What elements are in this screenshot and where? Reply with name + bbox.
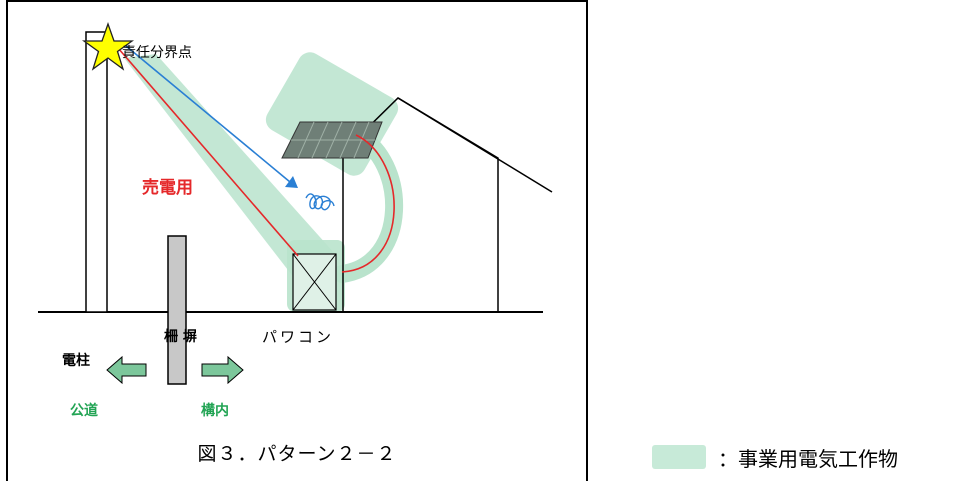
legend-swatch	[652, 445, 706, 469]
on-premises-label: 構内	[201, 403, 229, 419]
service-drop-coil	[305, 193, 335, 211]
fence-label: 柵 塀	[164, 329, 197, 345]
frame-right-border	[586, 0, 588, 481]
for-sale-label: 売電用	[142, 178, 193, 198]
legend-text: ：事業用電気工作物	[718, 446, 898, 471]
power-conditioner-box	[292, 253, 337, 311]
demarcation-star-icon	[81, 22, 135, 71]
frame-left-border	[6, 0, 8, 481]
diagram-figure: 責任分界点 売電用 電柱 柵 塀 パワコン 公道 構内 図３．パターン２－２	[6, 0, 594, 481]
service-drop-line-blue	[125, 45, 291, 183]
house-roof-eave	[397, 97, 553, 193]
arrow-right-on-premises	[201, 355, 244, 385]
pattern-diagram	[38, 22, 553, 385]
utility-pole	[85, 31, 108, 313]
service-drop-arrow	[285, 176, 298, 188]
service-line-highlight	[124, 54, 336, 283]
utility-pole-label: 電柱	[62, 353, 90, 369]
figure-caption: 図３．パターン２－２	[197, 443, 397, 465]
fence-post	[167, 235, 187, 385]
panel-cable-red	[341, 134, 395, 273]
public-road-label: 公道	[70, 403, 98, 419]
power-conditioner-label: パワコン	[262, 328, 335, 346]
solar-panel	[281, 121, 383, 159]
demarcation-point-label: 責任分界点	[122, 45, 192, 61]
arrow-left-public-road	[106, 355, 147, 385]
frame-top-border	[6, 0, 588, 2]
sale-line-red	[117, 47, 299, 257]
legend: ：事業用電気工作物	[652, 443, 898, 471]
